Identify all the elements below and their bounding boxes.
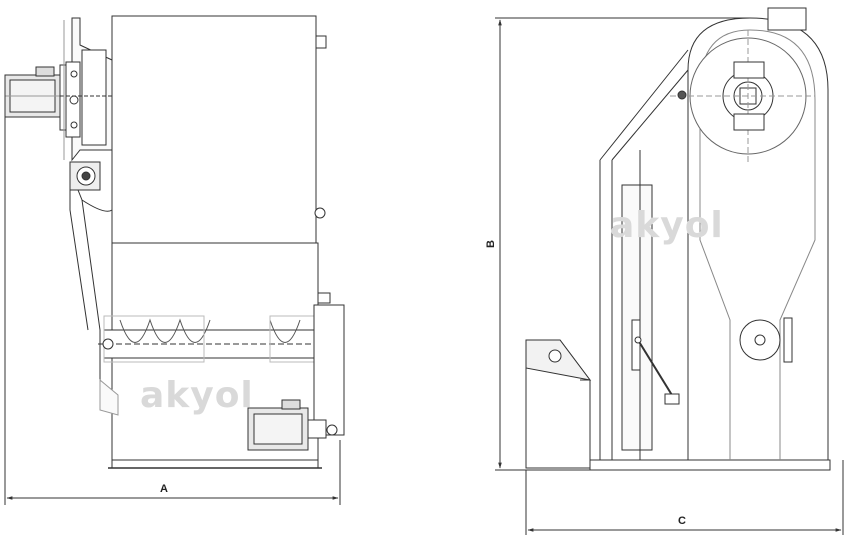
base-plate [589, 459, 831, 471]
dimension-b-label: B [485, 240, 497, 248]
dimension-c [525, 460, 844, 535]
inlet-hopper [525, 339, 592, 469]
drive-motor [247, 399, 338, 451]
side-fittings [314, 35, 331, 304]
gear-motor [69, 161, 101, 191]
watermark-left: akyol [140, 375, 254, 416]
fan-housing [60, 17, 113, 162]
rotary-valve [739, 317, 793, 363]
screw-conveyor [98, 304, 345, 436]
watermark-right: akyol [610, 205, 724, 246]
dimension-a [4, 75, 341, 505]
upper-body [111, 15, 317, 244]
inclined-frame [599, 49, 689, 460]
top-motor [4, 64, 71, 131]
dimension-b [495, 17, 750, 471]
left-chute [69, 169, 113, 411]
dimension-c-label: C [678, 515, 686, 527]
discharge-spout [99, 378, 119, 416]
front-view [4, 15, 345, 469]
access-door [621, 184, 653, 451]
side-view [525, 7, 831, 471]
fan-unit [670, 7, 815, 165]
dimension-a-label: A [160, 483, 168, 495]
